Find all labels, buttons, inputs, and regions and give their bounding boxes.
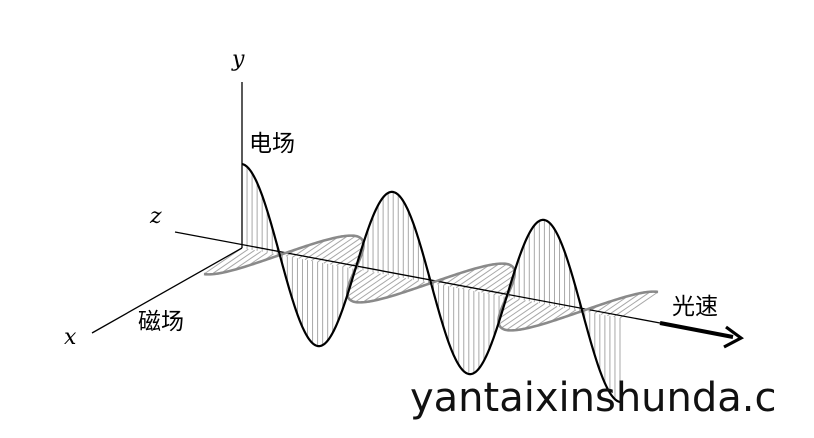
hatch-line xyxy=(468,263,508,291)
hatch-line xyxy=(487,274,515,294)
hatch-line xyxy=(536,307,564,327)
hatch-line xyxy=(498,300,526,320)
hatch-line xyxy=(347,273,381,297)
hatch-line xyxy=(336,246,364,266)
hatch-line xyxy=(481,269,515,293)
hatch-line xyxy=(211,248,249,275)
hatch-line xyxy=(372,277,407,302)
hatch-line xyxy=(221,249,255,274)
hatch-line xyxy=(304,236,339,261)
hatch-line xyxy=(311,235,349,262)
hatch-line xyxy=(513,304,551,331)
arrow-right-icon xyxy=(723,325,745,349)
hatch-line xyxy=(619,291,659,319)
speed-of-light-label: 光速 xyxy=(672,294,718,320)
hatch-line xyxy=(384,279,413,299)
hatch-line xyxy=(523,305,558,330)
light-speed-arrow-shaft xyxy=(659,321,734,339)
magnetic-field-label: 磁场 xyxy=(138,309,184,335)
watermark-text: yantaixinshunda.c xyxy=(410,375,776,421)
hatch-line xyxy=(455,264,490,289)
x-axis-line xyxy=(91,247,243,334)
hatch-line xyxy=(462,263,500,290)
hatch-line xyxy=(233,251,262,271)
hatch-line xyxy=(329,241,364,265)
hatch-line xyxy=(607,292,641,317)
hatch-line xyxy=(600,295,629,315)
electric-field-label: 电场 xyxy=(249,131,295,157)
hatch-line xyxy=(362,276,400,303)
hatch-line xyxy=(498,301,533,325)
hatch-line xyxy=(613,291,651,318)
hatch-line xyxy=(317,235,356,263)
z-axis-label: z xyxy=(149,204,162,229)
hatch-line xyxy=(474,265,513,292)
hatch-line xyxy=(349,274,388,301)
hatch-line xyxy=(354,275,394,303)
hatch-line xyxy=(323,237,361,264)
x-axis-label: x xyxy=(64,325,77,350)
hatch-line xyxy=(449,267,478,287)
electric-field-wave xyxy=(241,162,621,404)
electric-field-hatching xyxy=(241,164,621,402)
z-axis-line xyxy=(174,231,661,324)
hatch-line xyxy=(506,303,545,331)
hatch-line xyxy=(347,272,375,292)
y-axis-label: y xyxy=(231,47,245,72)
hatch-line xyxy=(501,302,539,329)
